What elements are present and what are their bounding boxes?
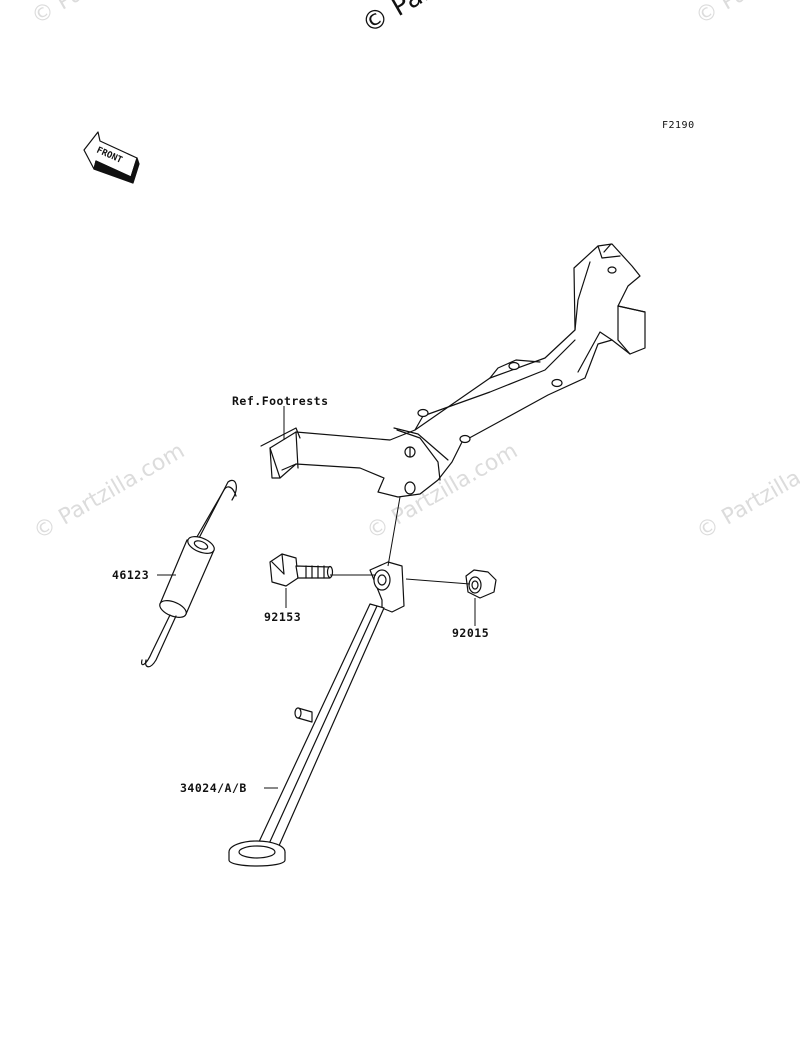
bolt-part-number[interactable]: 92153 bbox=[264, 610, 302, 624]
spring-part-number[interactable]: 46123 bbox=[112, 568, 150, 582]
spring-part bbox=[141, 479, 237, 668]
leader-lines bbox=[157, 406, 476, 789]
nut-part bbox=[465, 569, 497, 599]
front-arrow-icon: FRONT bbox=[83, 131, 140, 184]
bolt-part bbox=[269, 553, 334, 587]
diagram-code: F2190 bbox=[662, 120, 695, 131]
frame-bracket bbox=[260, 243, 646, 498]
stand-part-number[interactable]: 34024/A/B bbox=[180, 781, 247, 795]
side-stand-part bbox=[228, 561, 405, 867]
ref-footrests-label: Ref.Footrests bbox=[232, 394, 329, 408]
nut-part-number[interactable]: 92015 bbox=[452, 626, 490, 640]
